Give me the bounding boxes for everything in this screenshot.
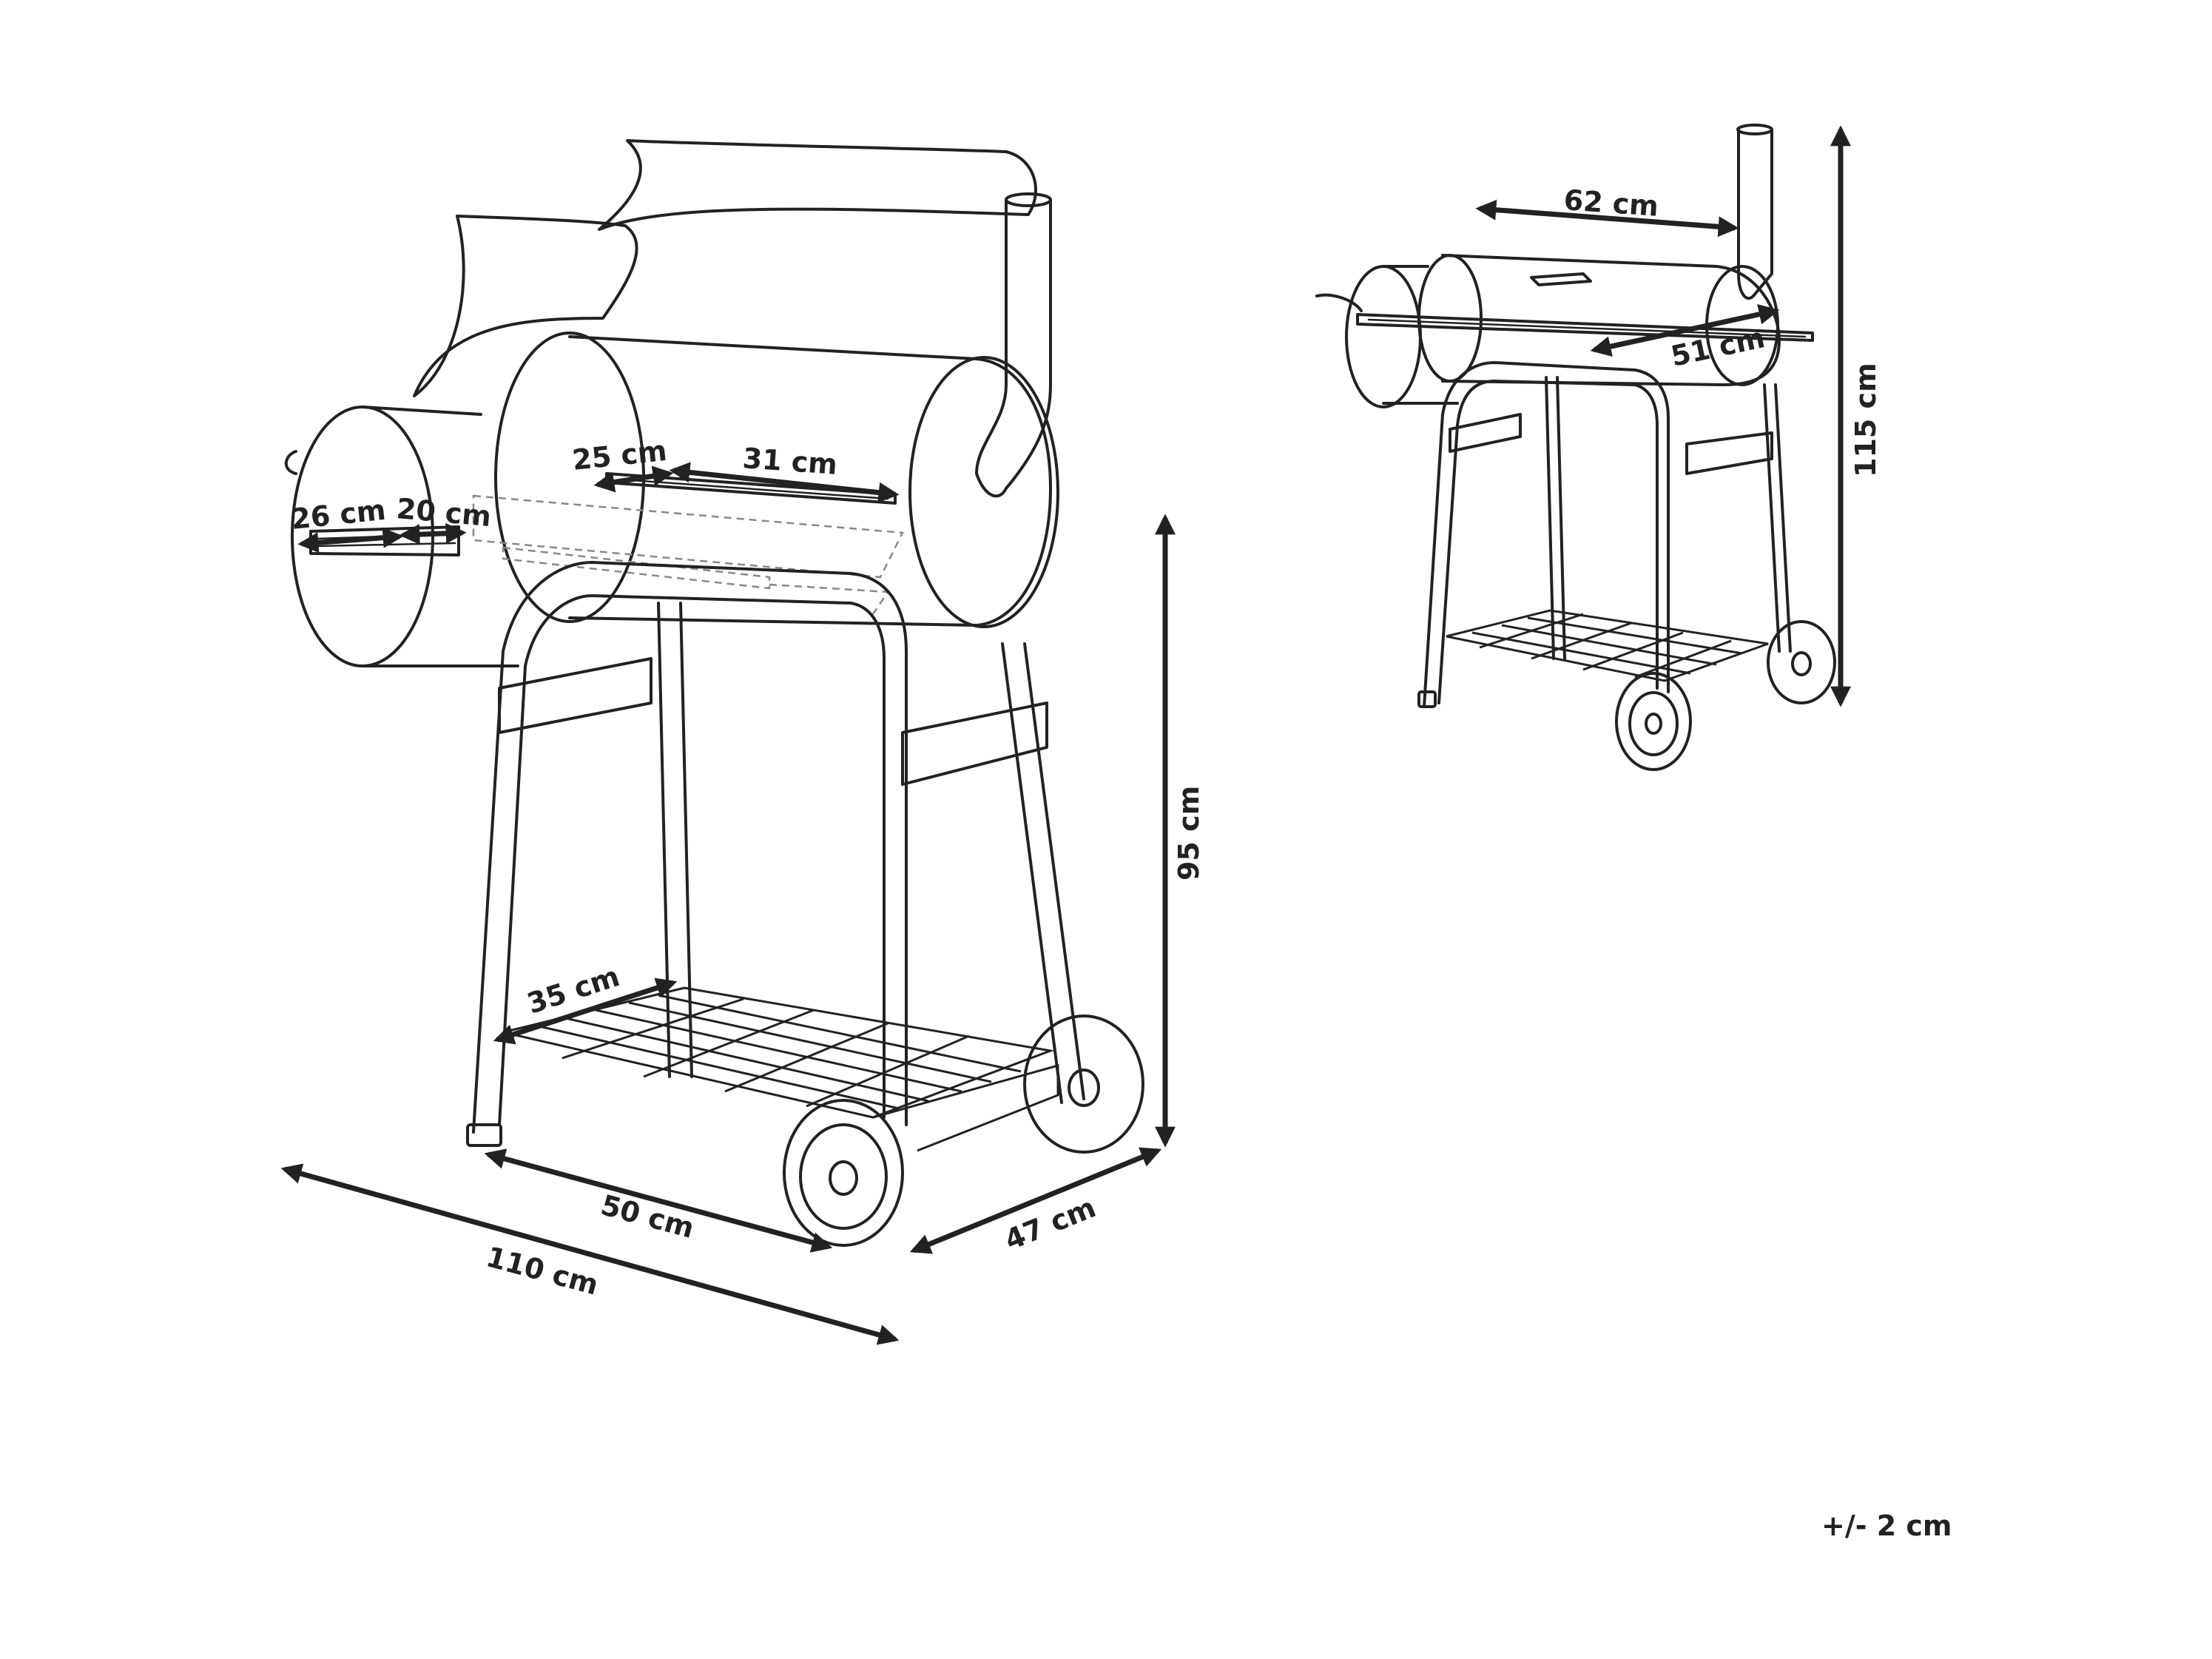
dimension-arrows: [280, 125, 1851, 1345]
arrow-main-width: [669, 462, 900, 503]
label-grill-height: 95 cm: [1173, 786, 1205, 881]
label-total-width: 110 cm: [483, 1240, 602, 1302]
label-lower-shelf: 35 cm: [523, 960, 624, 1020]
arrow-lower-shelf: [493, 977, 678, 1045]
arrow-firebox-width: [399, 522, 467, 545]
label-total-height: 115 cm: [1849, 363, 1882, 477]
arrow-chamber-depth: [1590, 304, 1780, 357]
dimension-labels: 26 cm 20 cm 25 cm 31 cm 35 cm 50 cm 47 c…: [289, 184, 1952, 1542]
arrow-total-width: [280, 1163, 900, 1345]
label-chamber-length: 62 cm: [1562, 184, 1659, 223]
large-smoker-illustration: [284, 139, 1144, 1247]
tolerance-note: +/- 2 cm: [1821, 1510, 1952, 1542]
small-smoker-illustration: [1315, 124, 1836, 771]
arrow-firebox-depth: [297, 527, 404, 553]
label-firebox-grill-width: 20 cm: [395, 492, 493, 533]
arrow-depth: [909, 1147, 1162, 1254]
label-main-grill-width: 31 cm: [741, 442, 838, 481]
arrow-chamber-length: [1475, 199, 1739, 238]
arrow-main-depth: [593, 465, 674, 493]
small-lower-wire-shelf: [1446, 609, 1769, 682]
label-depth: 47 cm: [1000, 1191, 1100, 1257]
label-main-grill-depth: 25 cm: [570, 434, 668, 477]
